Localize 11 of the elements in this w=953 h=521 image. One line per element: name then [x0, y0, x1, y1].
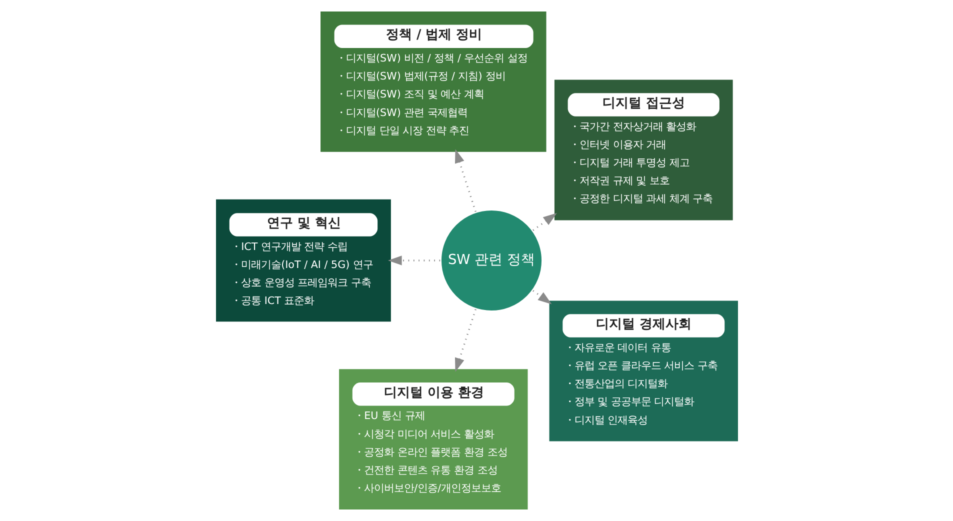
- arrow: [532, 213, 556, 231]
- node-circle: SW 관련 정책: [438, 208, 544, 314]
- arrow: [454, 309, 476, 372]
- node-box: 정책 / 법제 정비 ・디지털(SW) 비전 / 정책 / 우선순위 설정 ・디지털(SW) 법제(규정 / 지침) 정비 ・디지털(SW) 조직 및 예산 계획 ・디지털(SW) 관련 국제협력 ・디지털 단일 시장 전략 추진: [320, 11, 546, 152]
- node-box: 디지털 접근성 ・국가간 전자상거래 활성화 ・인터넷 이용자 거래 ・디지털 거래 투명성 제고 ・저작권 규제 및 보호 ・공정한 디지털 과세 체계 구축: [554, 80, 732, 220]
- arrow: [532, 290, 552, 304]
- arrow: [387, 256, 440, 266]
- node-box: 연구 및 혁신 ・ICT 연구개발 전략 수립 ・미래기술(IoT / AI / 5G) 연구 ・상호 운영성 프레임워크 구축 ・공통 ICT 표준화: [216, 199, 390, 322]
- arrow: [454, 149, 476, 212]
- node-box: 디지털 이용 환경 ・EU 통신 규제 ・시청각 미디어 서비스 활성화 ・공정화 온라인 플랫폼 환경 조성 ・건전한 콘텐츠 유통 환경 조성 ・사이버보안/인증/개인정보보호: [338, 369, 528, 510]
- node-box: 디지털 경제사회 ・자유로운 데이터 유통 ・유럽 오픈 클라우드 서비스 구축 ・전통산업의 디지털화 ・정부 및 공공부문 디지털화 ・디지털 인재육성: [548, 300, 738, 442]
